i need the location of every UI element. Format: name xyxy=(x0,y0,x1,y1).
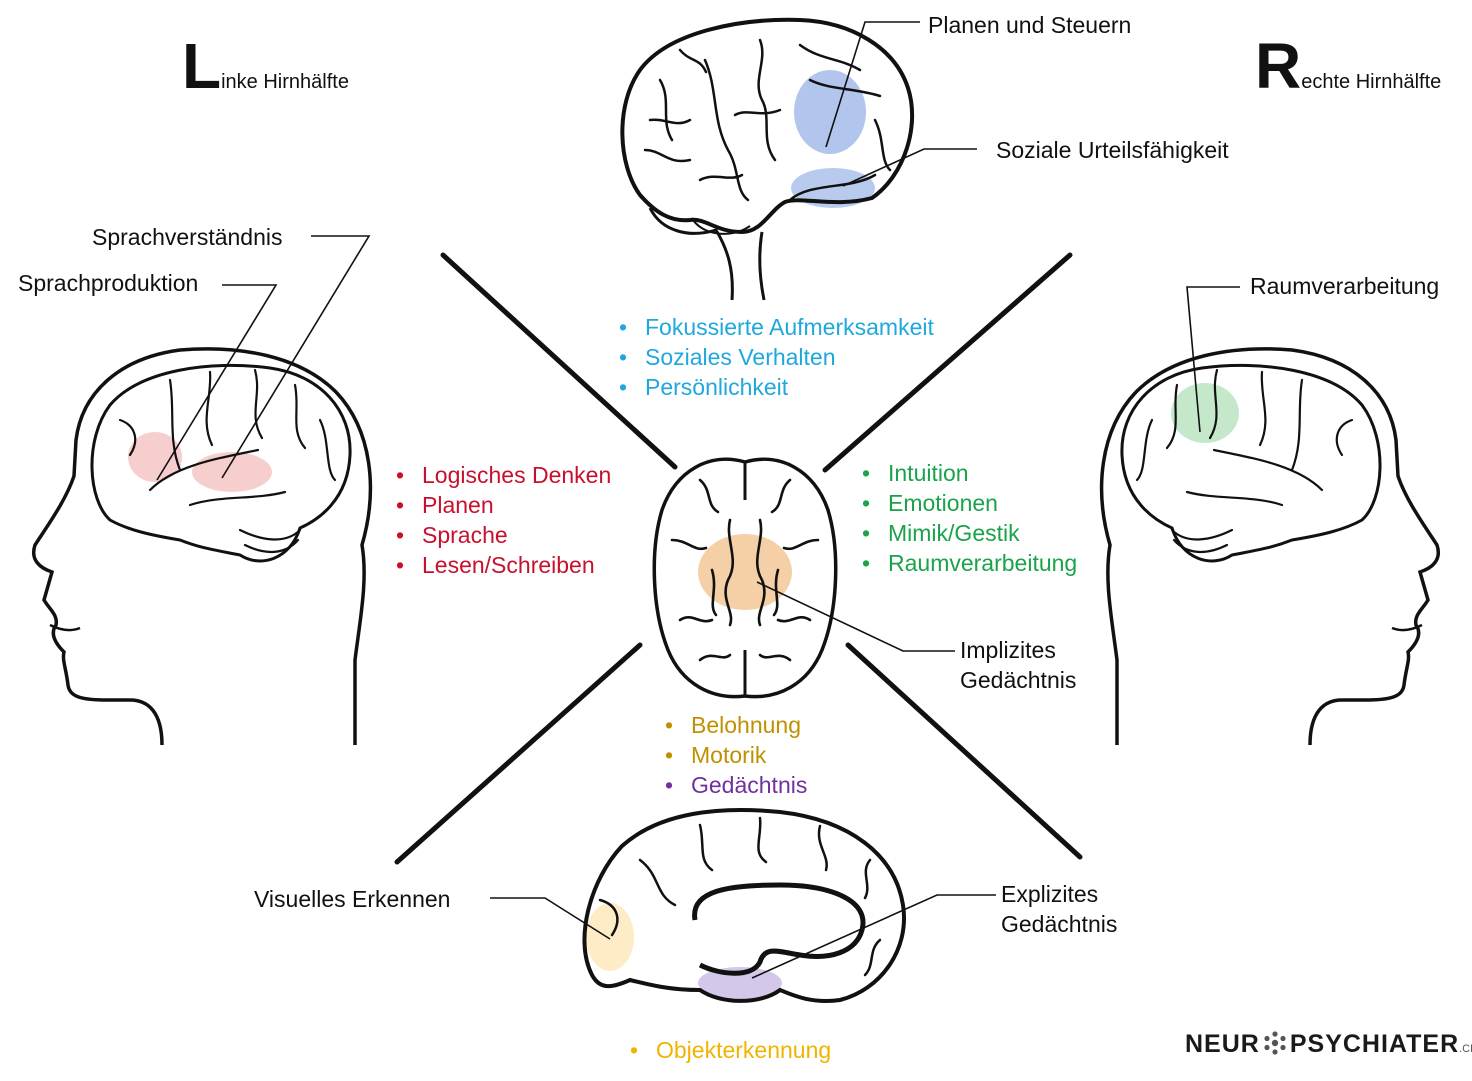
leader-lines xyxy=(156,21,1240,979)
axial-sulci xyxy=(670,478,820,662)
logo-right: PSYCHIATER xyxy=(1289,1030,1460,1058)
list-item: •Lesen/Schreiben xyxy=(396,552,595,578)
list-frontal: •Fokussierte Aufmerksamkeit •Soziales Ve… xyxy=(619,312,934,402)
logo-molecule-icon xyxy=(1264,1031,1286,1055)
right-hemisphere-title: Rechte Hirnhälfte xyxy=(1255,34,1441,98)
label-visuell: Visuelles Erkennen xyxy=(254,886,451,912)
label-explizit-2: Gedächtnis xyxy=(1001,911,1118,937)
list-memory: •Gedächtnis xyxy=(665,770,807,800)
cross-lines xyxy=(394,252,1083,865)
center-axial-brain xyxy=(652,457,838,699)
left-head xyxy=(32,347,373,746)
brain-outline xyxy=(620,17,915,235)
list-item: •Persönlichkeit xyxy=(619,374,789,400)
blob-language-comprehension xyxy=(192,452,272,492)
right-sulci xyxy=(1135,368,1354,553)
logo-left: NEUR xyxy=(1185,1030,1260,1058)
right-hemisphere-initial: R xyxy=(1255,30,1302,102)
leader-raumverarbeitung xyxy=(1186,286,1240,433)
right-head xyxy=(1099,347,1440,746)
corpus-callosum xyxy=(692,882,866,976)
sagittal-outline xyxy=(582,807,906,1003)
left-sulci xyxy=(118,368,337,553)
list-item: •Belohnung xyxy=(665,712,801,738)
logo: NEUR PSYCHIATER.CH xyxy=(1185,1030,1472,1059)
list-basal: •Belohnung •Motorik xyxy=(665,710,801,770)
mouth xyxy=(49,623,81,632)
right-brain-outline xyxy=(1120,363,1382,563)
head-outline xyxy=(32,347,373,746)
blob-spatial xyxy=(1171,383,1239,443)
line-bottom-left xyxy=(394,642,643,865)
blob-social-judgement xyxy=(791,168,875,208)
label-raumverarbeitung: Raumverarbeitung xyxy=(1250,273,1440,299)
leader-planen xyxy=(825,21,920,148)
left-hemisphere-initial: L xyxy=(182,30,222,102)
leader-sprachproduktion xyxy=(156,284,278,481)
label-sozial: Soziale Urteilsfähigkeit xyxy=(996,137,1229,163)
list-item: •Sprache xyxy=(396,522,508,548)
leader-visuell xyxy=(490,897,611,940)
left-hemisphere-rest: inke Hirnhälfte xyxy=(221,71,349,93)
list-item: •Gedächtnis xyxy=(665,772,808,798)
list-left-hemisphere: •Logisches Denken •Planen •Sprache •Lese… xyxy=(396,460,611,580)
line-top-right xyxy=(822,252,1073,473)
leader-implizit xyxy=(756,581,955,652)
head-outline-right xyxy=(1099,347,1440,746)
label-sprachproduktion: Sprachproduktion xyxy=(18,270,199,296)
blob-explicit-memory xyxy=(698,967,782,999)
bottom-sagittal-brain xyxy=(582,807,906,1003)
list-right-hemisphere: •Intuition •Emotionen •Mimik/Gestik •Rau… xyxy=(862,458,1077,578)
list-item: •Logisches Denken xyxy=(396,462,612,488)
label-implizit-1: Implizites xyxy=(960,637,1056,663)
sulci xyxy=(643,38,892,202)
blob-planning xyxy=(794,70,866,154)
list-item: •Soziales Verhalten xyxy=(619,344,836,370)
blob-language-production xyxy=(128,432,182,482)
sagittal-sulci xyxy=(598,816,882,977)
leader-sozial xyxy=(842,148,977,187)
right-hemisphere-rest: echte Hirnhälfte xyxy=(1301,71,1442,93)
left-brain-outline xyxy=(90,363,352,563)
list-item: •Objekterkennung xyxy=(630,1037,832,1063)
mouth-right xyxy=(1391,623,1423,632)
logo-suffix: .CH xyxy=(1459,1043,1472,1055)
label-sprachverstaendnis: Sprachverständnis xyxy=(92,224,283,250)
brainstem xyxy=(648,207,766,301)
list-item: •Mimik/Gestik xyxy=(862,520,1020,546)
list-item: •Raumverarbeitung xyxy=(862,550,1078,576)
left-hemisphere-title: Linke Hirnhälfte xyxy=(182,34,349,98)
top-brain xyxy=(620,17,915,301)
list-item: •Intuition xyxy=(862,460,969,486)
list-item: •Motorik xyxy=(665,742,767,768)
line-top-left xyxy=(440,252,678,470)
list-item: •Fokussierte Aufmerksamkeit xyxy=(619,314,934,340)
blob-basal-ganglia xyxy=(698,534,792,610)
leader-explizit xyxy=(751,894,996,979)
label-planen: Planen und Steuern xyxy=(928,12,1132,38)
label-explizit-1: Explizites xyxy=(1001,881,1099,907)
line-bottom-right xyxy=(845,642,1083,860)
blob-object-recognition xyxy=(586,903,634,971)
list-object: •Objekterkennung xyxy=(630,1035,831,1065)
leader-sprachverstaendnis xyxy=(221,235,371,479)
label-implizit-2: Gedächtnis xyxy=(960,667,1077,693)
cerebellum xyxy=(691,217,751,235)
list-item: •Emotionen xyxy=(862,490,998,516)
list-item: •Planen xyxy=(396,492,494,518)
